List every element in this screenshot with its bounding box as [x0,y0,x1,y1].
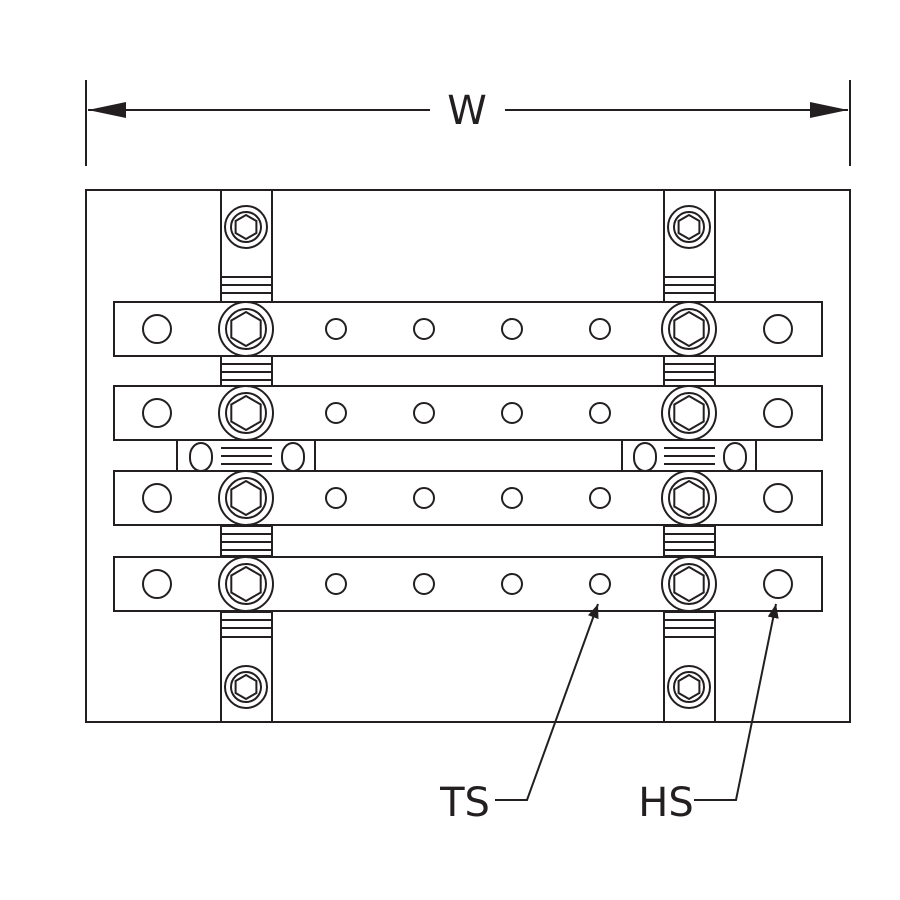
hex-socket [230,565,262,603]
insulator-spacer [220,276,273,303]
hex-bolt [661,470,717,526]
side-brackets [176,439,757,474]
mounting-bolts [224,205,711,709]
hex-screw-hole [763,569,793,599]
mounting-bolt [667,205,711,249]
hex-socket [673,310,705,348]
tapped-hole [589,573,611,595]
hex-bolt [218,470,274,526]
callout-label-ts: TS [439,780,490,826]
hex-screw-hole [763,483,793,513]
tapped-hole [413,573,435,595]
hex-socket [230,479,262,517]
callout-ts [495,603,599,801]
insulator-spacer [220,611,273,638]
callout-ts-leader [495,603,599,801]
mounting-hex-socket [677,673,701,701]
busbar [113,470,823,526]
hex-bolt [661,301,717,357]
tapped-hole [501,402,523,424]
tapped-hole [325,573,347,595]
dim-arrow-right [810,102,848,118]
dim-arrow-left [88,102,126,118]
hex-bolt [218,385,274,441]
callout-hs-leader [694,603,779,801]
tapped-hole [413,402,435,424]
hex-bolt [218,556,274,612]
insulator-spacers [220,276,716,638]
mounting-hex-socket [677,213,701,241]
hex-screw-hole [142,314,172,344]
insulator-spacer [663,611,716,638]
hex-screw-hole [763,314,793,344]
hex-socket [673,394,705,432]
hex-screw-hole [142,483,172,513]
hex-screw-hole [763,398,793,428]
base-plate [85,189,851,723]
busbar [113,385,823,441]
mounting-bolt [224,205,268,249]
tapped-hole [589,318,611,340]
slot-hole [633,442,657,472]
callout-label-hs: HS [638,780,693,826]
tapped-hole [501,487,523,509]
tapped-hole [325,487,347,509]
busbars [113,301,823,612]
hex-bolt [218,301,274,357]
width-dimension [85,80,851,166]
slot-hole [281,442,305,472]
mounting-hex-socket [234,213,258,241]
hex-socket [673,565,705,603]
insulator-spacer [663,276,716,303]
hex-bolt [661,385,717,441]
mounting-hex-socket [234,673,258,701]
mounting-bolt [224,665,268,709]
tapped-hole [413,487,435,509]
busbar [113,301,823,357]
tapped-hole [589,487,611,509]
tapped-hole [325,402,347,424]
tapped-hole [501,573,523,595]
hex-socket [230,394,262,432]
tapped-hole [325,318,347,340]
busbar [113,556,823,612]
tapped-hole [413,318,435,340]
slot-hole [723,442,747,472]
hex-socket [673,479,705,517]
callout-hs [694,603,779,801]
tapped-hole [501,318,523,340]
tapped-hole [589,402,611,424]
slot-hole [189,442,213,472]
dimension-label-w: W [447,88,487,134]
hex-screw-hole [142,569,172,599]
mounting-bolt [667,665,711,709]
hex-screw-hole [142,398,172,428]
hex-bolt [661,556,717,612]
hex-socket [230,310,262,348]
